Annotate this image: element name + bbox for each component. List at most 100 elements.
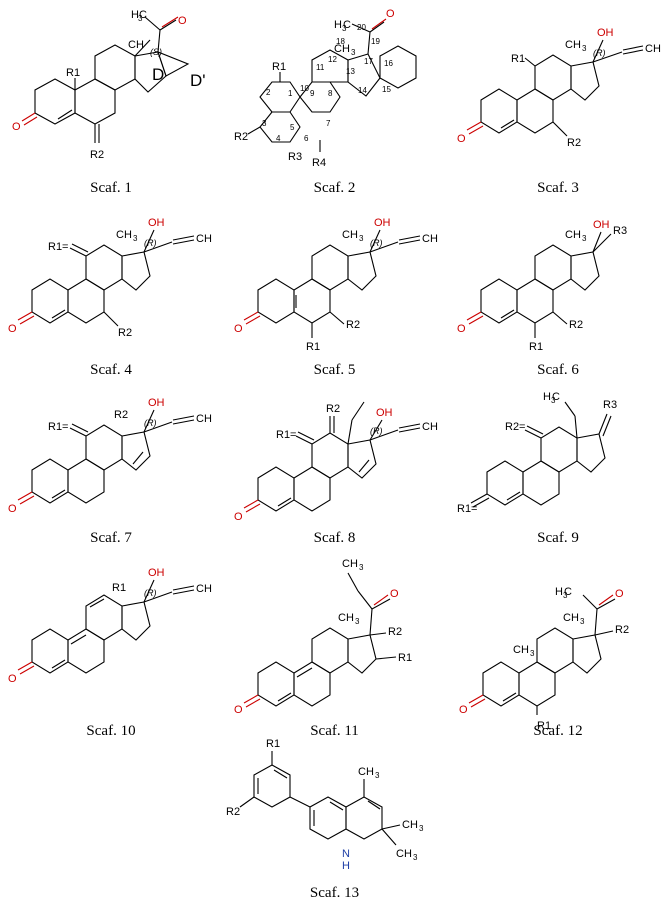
svg-text:R2: R2 — [388, 626, 402, 638]
svg-text:OH: OH — [593, 219, 610, 231]
caption-scaf-9: Scaf. 9 — [537, 530, 579, 546]
svg-text:13: 13 — [346, 67, 355, 76]
svg-text:3: 3 — [563, 591, 568, 600]
caption-scaf-8: Scaf. 8 — [313, 530, 356, 546]
svg-text:19: 19 — [371, 37, 380, 46]
svg-text:CH: CH — [645, 43, 661, 55]
svg-text:14: 14 — [358, 86, 367, 95]
svg-text:R1: R1 — [398, 652, 412, 664]
svg-text:(R): (R) — [370, 426, 383, 436]
svg-text:OH: OH — [148, 567, 165, 579]
svg-text:7: 7 — [326, 119, 331, 128]
svg-text:H: H — [342, 860, 350, 872]
svg-text:3: 3 — [138, 14, 143, 23]
svg-text:(R): (R) — [144, 418, 157, 428]
caption-scaf-10: Scaf. 10 — [86, 723, 136, 739]
svg-text:R2=: R2= — [505, 421, 526, 433]
svg-text:3: 3 — [580, 617, 585, 626]
scaffold-10-structure: O R1 OH CH (R) Scaf. 10 — [0, 545, 222, 739]
svg-text:11: 11 — [316, 63, 325, 72]
svg-text:R2: R2 — [114, 409, 128, 421]
svg-text:CH: CH — [338, 612, 354, 624]
svg-text:4: 4 — [276, 134, 281, 143]
svg-text:R2: R2 — [118, 327, 132, 339]
svg-text:O: O — [8, 323, 17, 335]
caption-scaf-7: Scaf. 7 — [90, 530, 132, 546]
svg-text:OH: OH — [148, 397, 165, 409]
svg-text:8: 8 — [328, 89, 333, 98]
svg-text:CH: CH — [396, 848, 412, 860]
caption-scaf-6: Scaf. 6 — [537, 362, 579, 378]
svg-text:R2: R2 — [346, 319, 360, 331]
svg-text:3: 3 — [413, 853, 418, 862]
svg-text:CH: CH — [563, 612, 579, 624]
svg-text:C: C — [552, 391, 560, 403]
svg-text:O: O — [390, 588, 399, 600]
svg-text:3: 3 — [355, 617, 360, 626]
caption-scaf-1: Scaf. 1 — [90, 180, 132, 196]
svg-text:16: 16 — [384, 59, 393, 68]
svg-text:CH: CH — [565, 39, 581, 51]
svg-text:CH: CH — [342, 558, 358, 570]
svg-text:CH: CH — [128, 39, 144, 51]
scaffold-8-structure: O R1= R2 OH CH (R) Scaf. 8 — [222, 380, 447, 546]
svg-text:(R): (R) — [144, 238, 157, 248]
svg-text:CH: CH — [196, 413, 212, 425]
caption-scaf-4: Scaf. 4 — [90, 362, 132, 378]
svg-text:1: 1 — [288, 89, 293, 98]
svg-text:O: O — [234, 511, 243, 523]
svg-text:15: 15 — [382, 85, 391, 94]
caption-scaf-5: Scaf. 5 — [313, 362, 356, 378]
svg-text:R3: R3 — [613, 225, 627, 237]
ring-d-prime-label: D' — [190, 71, 206, 90]
svg-text:3: 3 — [551, 396, 556, 405]
svg-text:O: O — [234, 704, 243, 715]
svg-text:H: H — [543, 391, 551, 403]
svg-text:C: C — [343, 19, 351, 31]
svg-text:(S): (S) — [150, 47, 162, 57]
svg-text:R1: R1 — [511, 53, 525, 65]
svg-text:R3: R3 — [288, 151, 302, 163]
caption-scaf-13: Scaf. 13 — [309, 885, 360, 901]
caption-scaf-11: Scaf. 11 — [310, 723, 359, 739]
svg-text:R2: R2 — [615, 624, 629, 636]
svg-text:R1=: R1= — [276, 429, 297, 441]
svg-text:CH: CH — [116, 229, 132, 241]
svg-text:2: 2 — [266, 88, 271, 97]
svg-text:OH: OH — [376, 407, 393, 419]
caption-scaf-12: Scaf. 12 — [533, 723, 583, 739]
svg-text:CH: CH — [196, 233, 212, 245]
svg-text:10: 10 — [300, 84, 309, 93]
svg-text:R1: R1 — [306, 341, 320, 353]
svg-text:CH: CH — [196, 583, 212, 595]
svg-text:3: 3 — [419, 824, 424, 833]
svg-text:6: 6 — [304, 134, 309, 143]
svg-text:R1: R1 — [272, 61, 286, 73]
oxo-atom: O — [12, 121, 21, 133]
svg-text:(R): (R) — [370, 238, 383, 248]
svg-text:3: 3 — [582, 234, 587, 243]
svg-text:CH: CH — [342, 229, 358, 241]
svg-text:R4: R4 — [312, 157, 326, 169]
svg-text:C: C — [564, 586, 572, 598]
caption-scaf-3: Scaf. 3 — [537, 180, 579, 196]
svg-text:N: N — [342, 848, 350, 860]
svg-text:OH: OH — [597, 27, 614, 39]
svg-text:R2: R2 — [326, 403, 340, 415]
svg-text:OH: OH — [374, 217, 391, 229]
svg-text:R1: R1 — [266, 738, 280, 750]
svg-text:3: 3 — [262, 119, 267, 128]
svg-text:3: 3 — [351, 48, 356, 57]
svg-text:CH: CH — [358, 766, 374, 778]
svg-text:R2: R2 — [567, 137, 581, 149]
svg-text:O: O — [457, 323, 466, 335]
svg-text:CH: CH — [422, 233, 438, 245]
svg-text:3: 3 — [582, 44, 587, 53]
